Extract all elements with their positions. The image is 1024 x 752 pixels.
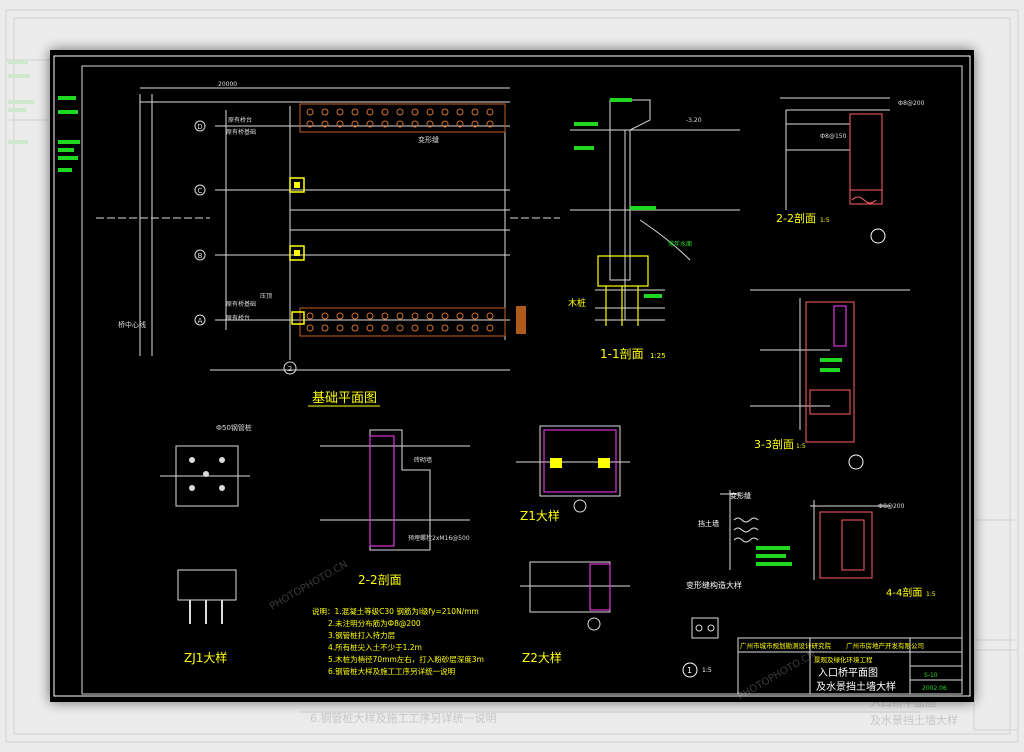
title-drawing-1: 入口桥平面图: [818, 667, 878, 679]
svg-text:6.钢管桩大样及施工工序另详统一说明: 6.钢管桩大样及施工工序另详统一说明: [310, 711, 497, 725]
svg-text:压顶: 压顶: [260, 293, 272, 300]
notes-line-5: 5.木桩为梢径70mm左右，打入粉砂层深度3m: [328, 654, 484, 664]
svg-text:B: B: [198, 252, 203, 260]
general-notes: 说明：1.混凝土等级C30 钢筋为Ⅰ级fy=210N/mm 2.未注明分布筋为Ф…: [312, 606, 484, 676]
wood-pile-label: 木桩: [568, 297, 586, 309]
notes-line-4: 4.所有桩尖入土不少于1.2m: [328, 642, 422, 652]
zj1-detail-title: ZJ1大样: [184, 650, 227, 665]
deformation-joint-label: 变形缝: [730, 491, 751, 500]
steel-pipe-pile-label: Ф50钢管桩: [216, 423, 252, 432]
pile-row-bottom: [299, 306, 526, 337]
notes-heading: 说明：1.混凝土等级C30 钢筋为Ⅰ级fy=210N/mm: [312, 606, 479, 616]
title-drawing-no: S-10: [924, 672, 938, 679]
svg-text:20000: 20000: [218, 81, 237, 88]
svg-text:D: D: [197, 123, 202, 131]
brick-label: 砖砌墙: [414, 456, 432, 464]
section-4-4-scale: 1:5: [926, 591, 936, 598]
detail-1-scale: 1:5: [702, 667, 712, 674]
svg-text:C: C: [198, 187, 203, 195]
section-2-2-lower-title: 2-2剖面: [358, 573, 402, 587]
bridge-centerline-label: 桥中心线: [118, 320, 146, 329]
title-date: 2002.06: [922, 685, 947, 692]
section-2-2-right-title: 2-2剖面: [776, 211, 816, 225]
title-client: 广州市房地产开发有限公司: [846, 641, 924, 650]
svg-text:原有桥台: 原有桥台: [226, 314, 250, 322]
section-2-2-right-scale: 1:5: [820, 217, 830, 224]
water-level-label: 常年水面: [668, 240, 692, 248]
section-3-3-title: 3-3剖面: [754, 437, 794, 451]
notes-line-3: 3.钢管桩打入持力层: [328, 630, 396, 640]
deformation-joint-label-plan: 变形缝: [418, 135, 439, 144]
svg-text:原有桥基础: 原有桥基础: [226, 300, 256, 308]
section-1-1: -3.20 常年水面 木桩 1-1剖面 1:25: [568, 98, 740, 361]
elevation-label: -3.20: [686, 117, 702, 124]
retaining-detail: 变形缝 挡土墙 变形缝构造大样: [686, 490, 792, 590]
retaining-detail-title: 变形缝构造大样: [686, 580, 742, 590]
section-1-1-scale: 1:25: [650, 352, 666, 360]
title-drawing-2: 及水景挡土墙大样: [816, 680, 896, 693]
svg-text:原有桥台: 原有桥台: [228, 116, 252, 124]
zj1-detail: Ф50钢管桩 ZJ1大样: [160, 423, 252, 665]
svg-text:及水景挡土墙大样: 及水景挡土墙大样: [870, 713, 958, 727]
z2-detail-title: Z2大样: [522, 650, 562, 665]
title-block: 广州市城市规划勘测设计研究院 广州市房地产开发有限公司 景观及绿化环境工程 入口…: [737, 637, 963, 695]
svg-text:A: A: [198, 317, 203, 325]
svg-text:Ф8@200: Ф8@200: [878, 503, 905, 510]
bolt-label: 预埋螺栓2xM16@500: [408, 534, 470, 542]
svg-text:原有桥基础: 原有桥基础: [226, 128, 256, 136]
z1-detail: Z1大样: [516, 425, 630, 523]
section-2-2-lower: 预埋螺栓2xM16@500 砖砌墙 2-2剖面: [320, 429, 470, 587]
detail-1: 1 1:5: [682, 617, 719, 678]
svg-text:2: 2: [288, 365, 292, 373]
title-project: 景观及绿化环境工程: [814, 655, 873, 664]
z1-detail-title: Z1大样: [520, 508, 560, 523]
pile-row-top: [299, 103, 506, 133]
notes-line-6: 6.钢管桩大样及施工工序另详统一说明: [328, 666, 455, 676]
title-institute: 广州市城市规划勘测设计研究院: [740, 641, 832, 650]
svg-text:Ф8@200: Ф8@200: [898, 100, 925, 107]
section-3-3-scale: 1:5: [796, 443, 806, 450]
z2-detail: Z2大样: [520, 561, 630, 665]
section-4-4: Ф8@200 4-4剖面 1:5: [810, 500, 936, 599]
section-1-1-title: 1-1剖面: [600, 347, 644, 361]
retaining-wall-label: 挡土墙: [698, 519, 719, 528]
section-4-4-title: 4-4剖面: [886, 586, 922, 599]
notes-line-2: 2.未注明分布筋为Ф8@200: [328, 618, 421, 628]
svg-text:1: 1: [687, 666, 692, 675]
section-3-3: 3-3剖面 1:5: [750, 289, 910, 470]
svg-text:Ф8@150: Ф8@150: [820, 133, 847, 140]
foundation-plan-title: 基础平面图: [312, 391, 377, 406]
watermark-text-1: PHOTOPHOTO.CN: [268, 559, 350, 613]
